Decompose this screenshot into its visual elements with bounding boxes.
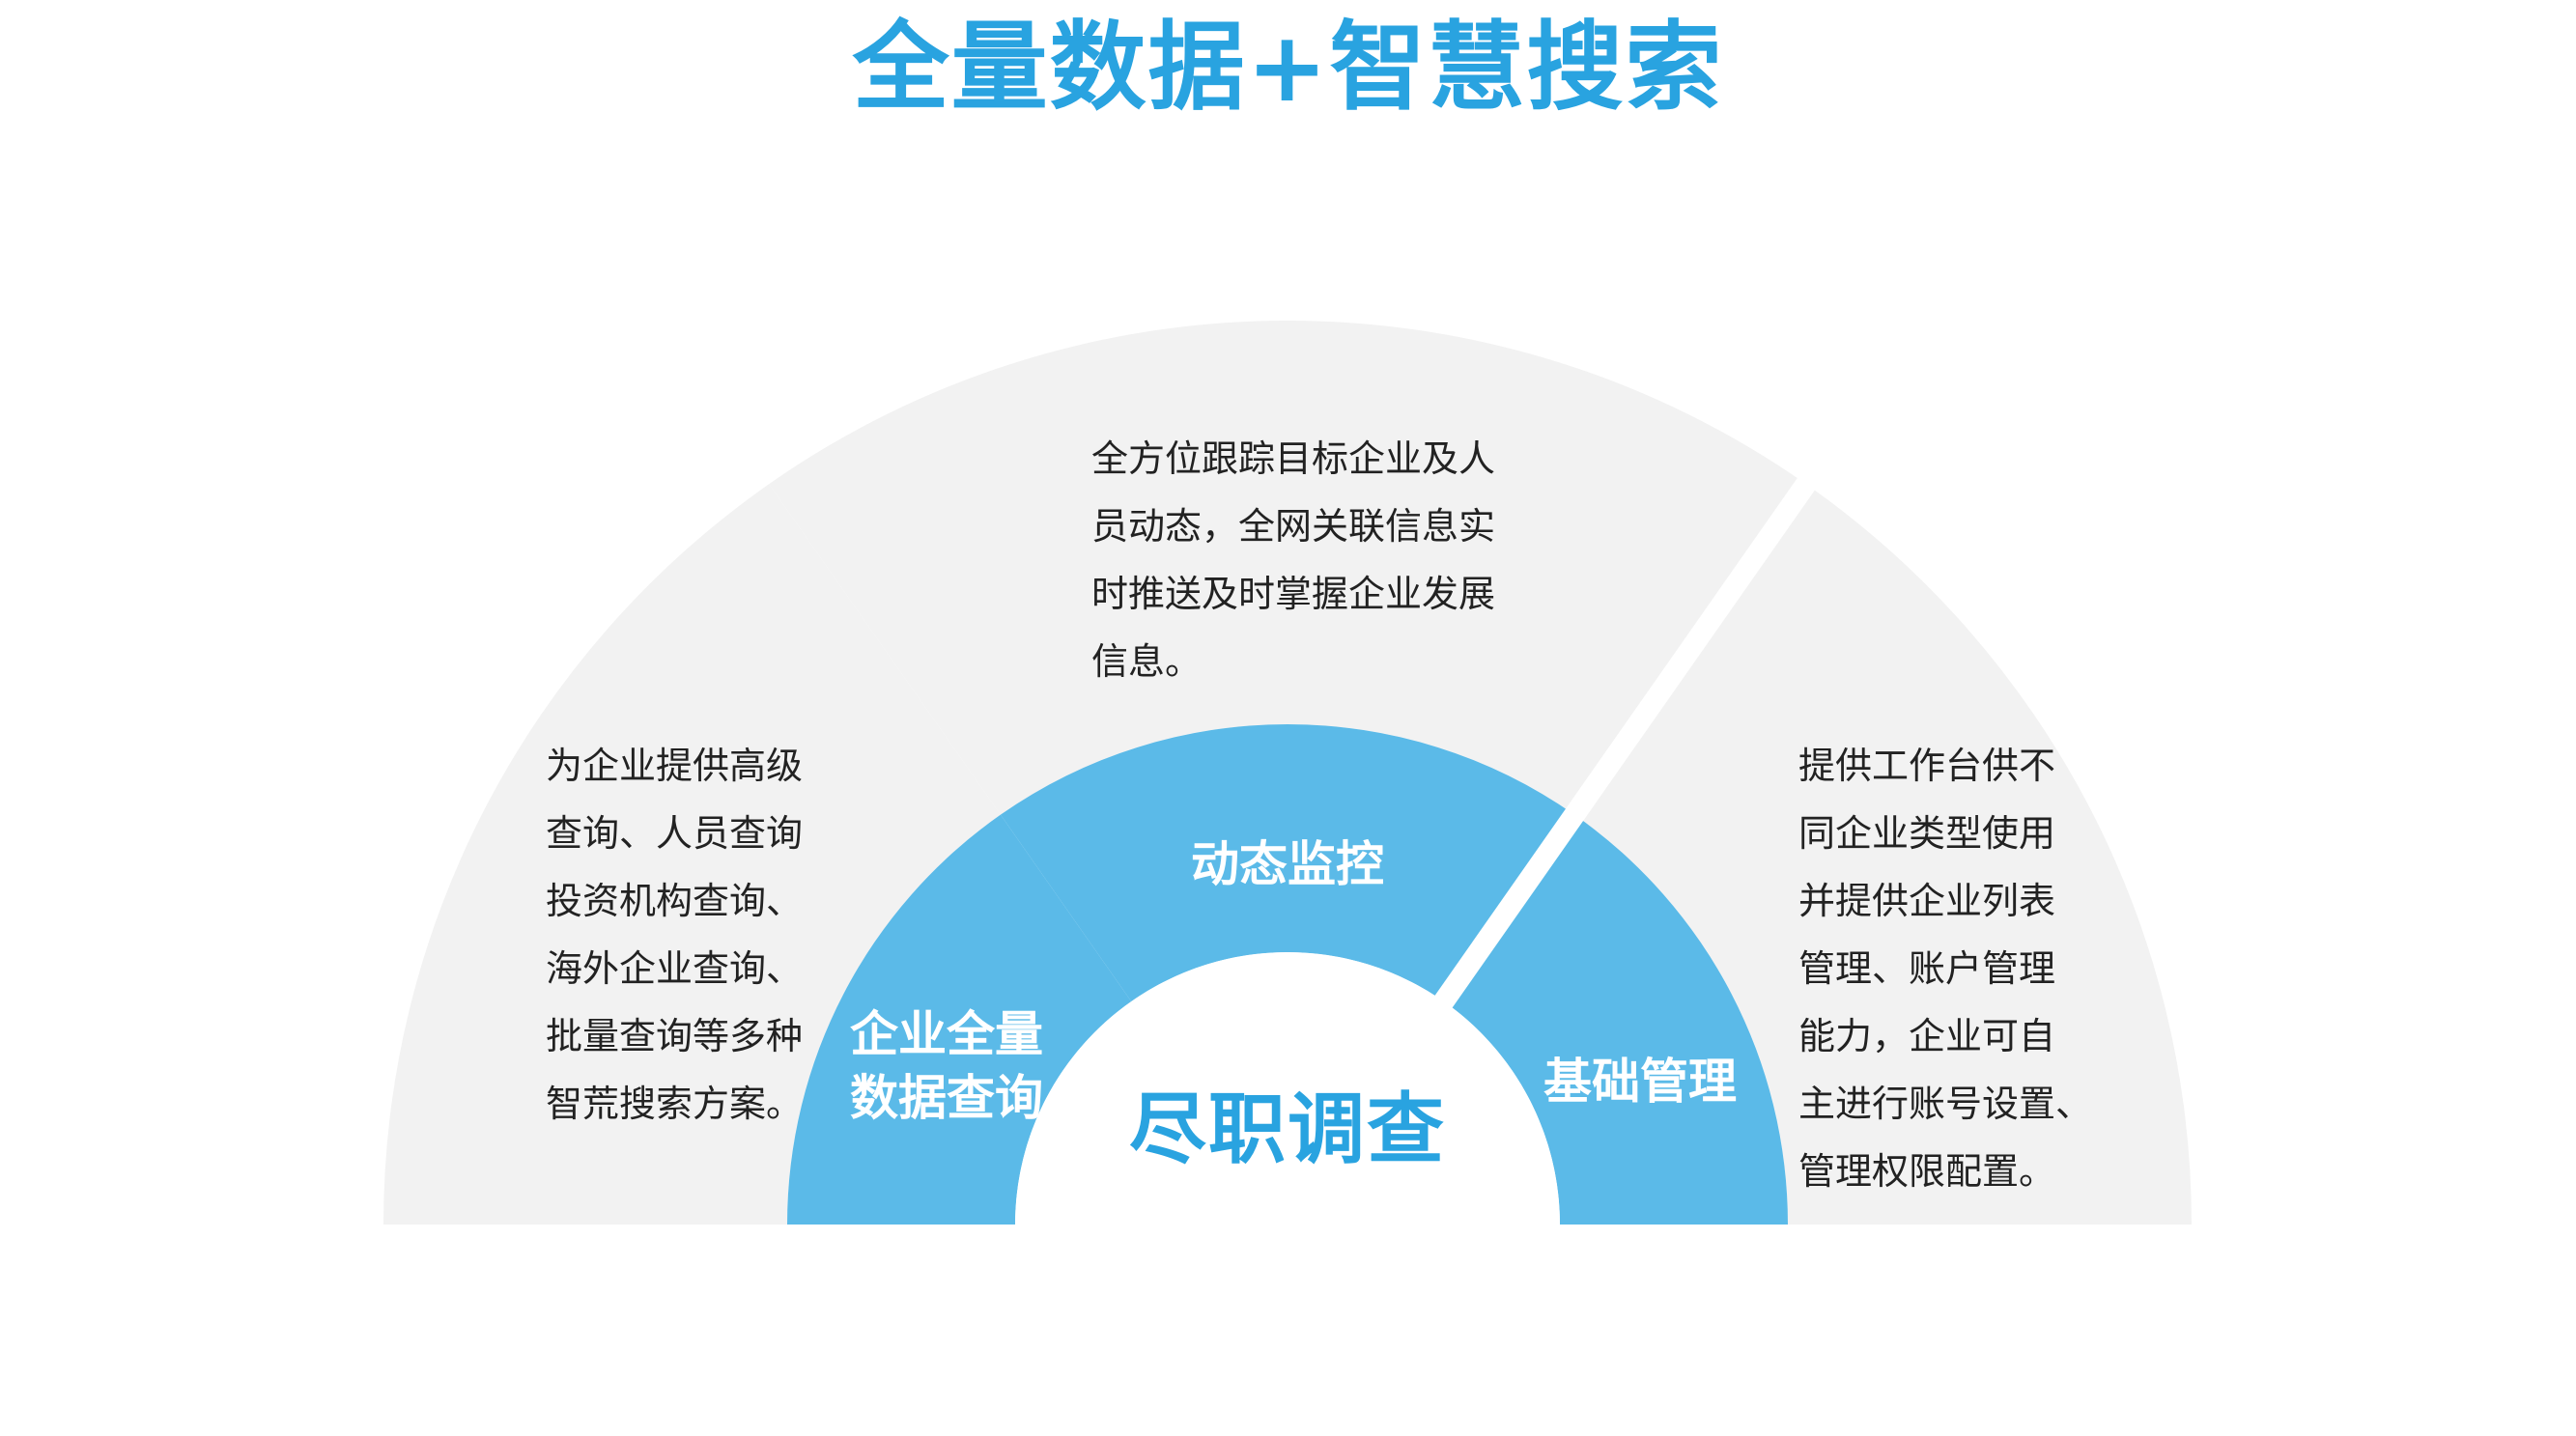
segment-label-right: 基础管理	[1505, 1048, 1775, 1115]
center-title: 尽职调查	[1129, 1084, 1446, 1174]
inner-sector-middle	[1000, 723, 1575, 1001]
description-line: 提供工作台供不	[1798, 745, 2056, 787]
description-line: 时推送及时掌握企业发展	[1091, 573, 1496, 615]
description-line: 同企业类型使用	[1798, 812, 2056, 855]
description-line: 全方位跟踪目标企业及人	[1091, 437, 1496, 480]
description-line: 智荒搜索方案。	[546, 1083, 804, 1125]
description-middle: 全方位跟踪目标企业及人 员动态，全网关联信息实 时推送及时掌握企业发展 信息。	[1091, 425, 1495, 695]
segment-label-line: 企业全量	[850, 1006, 1043, 1062]
description-line: 信息。	[1091, 640, 1203, 683]
segment-label-left: 企业全量 数据查询	[831, 1002, 1062, 1130]
outer-ring	[383, 321, 2192, 1225]
description-line: 投资机构查询、	[546, 880, 804, 922]
separator-lines	[1431, 469, 1821, 1012]
inner-sector-right	[1443, 814, 1788, 1225]
description-line: 并提供企业列表	[1798, 880, 2056, 922]
description-line: 批量查询等多种	[546, 1015, 804, 1057]
description-line: 能力，企业可自	[1798, 1015, 2056, 1057]
outer-sector-middle	[769, 321, 1806, 815]
page-title: 全量数据+智慧搜索	[852, 11, 1724, 124]
outer-sector-right	[1574, 484, 2192, 1225]
description-right: 提供工作台供不 同企业类型使用 并提供企业列表 管理、账户管理 能力，企业可自 …	[1798, 732, 2092, 1205]
center-circle	[1015, 952, 1560, 1225]
description-line: 海外企业查询、	[546, 947, 804, 990]
description-line: 管理、账户管理	[1798, 947, 2056, 990]
segment-label-line: 基础管理	[1543, 1054, 1737, 1110]
inner-sector-left	[787, 814, 1132, 1225]
outer-sector-left	[383, 484, 1001, 1225]
description-line: 主进行账号设置、	[1798, 1083, 2093, 1125]
description-left: 为企业提供高级 查询、人员查询 投资机构查询、 海外企业查询、 批量查询等多种 …	[546, 732, 803, 1138]
segment-label-middle: 动态监控	[1143, 831, 1432, 898]
description-line: 为企业提供高级	[546, 745, 804, 787]
segment-label-line: 数据查询	[850, 1070, 1043, 1126]
description-line: 管理权限配置。	[1798, 1150, 2056, 1193]
description-line: 查询、人员查询	[546, 812, 804, 855]
separator-left	[1431, 469, 1821, 1012]
inner-ring	[787, 723, 1788, 1225]
description-line: 员动态，全网关联信息实	[1091, 505, 1496, 548]
segment-label-line: 动态监控	[1191, 836, 1384, 892]
